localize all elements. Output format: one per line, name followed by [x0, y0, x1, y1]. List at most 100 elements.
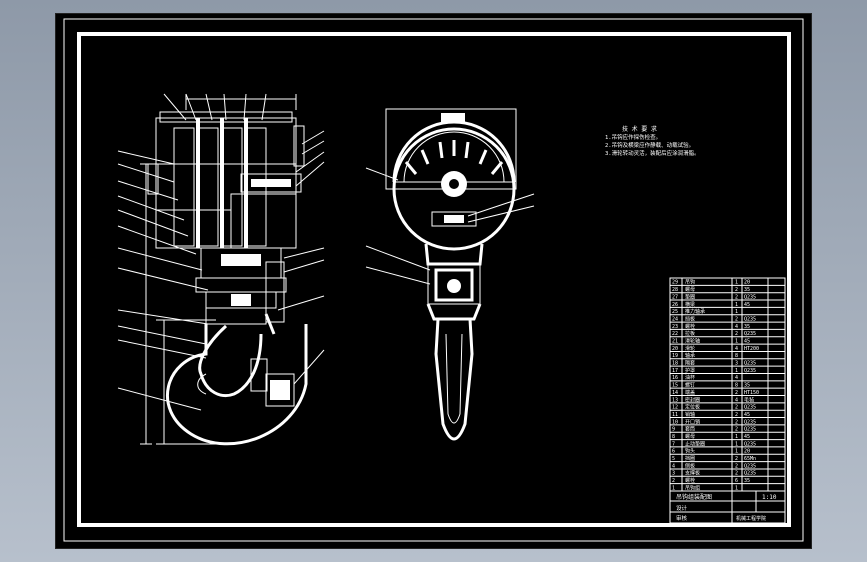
tech-requirements: 技 术 要 求 1.吊钩应作探伤检查。 2.吊钩及横梁应作静载、动载试验。 3.… — [605, 125, 700, 157]
bom-cell-name: 支撑板 — [685, 470, 700, 477]
bom-cell-name: 销轴 — [685, 411, 695, 418]
bom-cell-qty: 2 — [735, 471, 738, 477]
bom-cell-qty: 2 — [735, 405, 738, 411]
bom-cell-name: 滑轮轴 — [685, 338, 700, 345]
bom-cell-name: 油杯 — [685, 374, 695, 381]
bom-cell-name: 止动垫圈 — [685, 440, 705, 447]
title-block: 吊钩组装配图 1:10 设计 审核 机械工程学院 — [669, 490, 786, 524]
bom-cell-qty: 6 — [735, 478, 738, 484]
bom-cell-no: 20 — [672, 346, 678, 352]
drawing-frame — [77, 32, 791, 527]
bom-cell-mat: 35 — [744, 324, 750, 330]
bom-cell-no: 15 — [672, 383, 678, 389]
bom-cell-no: 8 — [672, 434, 675, 440]
bom-cell-qty: 4 — [735, 397, 738, 403]
bom-cell-qty: 1 — [735, 339, 738, 345]
bom-cell-name: 横梁 — [685, 301, 695, 308]
bom-cell-no: 18 — [672, 361, 678, 367]
title-block-org: 机械工程学院 — [736, 515, 766, 522]
bom-cell-qty: 2 — [735, 463, 738, 469]
bom-cell-qty: 2 — [735, 456, 738, 462]
sheet-trim-border — [63, 18, 804, 542]
bom-cell-name: 垫圈 — [685, 293, 695, 300]
bom-cell-mat: 20 — [744, 280, 750, 286]
bom-cell-qty: 2 — [735, 287, 738, 293]
bom-cell-name: 滑轮 — [685, 345, 695, 352]
bom-cell-no: 2 — [672, 478, 675, 484]
bom-cell-no: 3 — [672, 471, 675, 477]
bom-cell-mat: Q235 — [744, 419, 756, 425]
bom-cell-name: 端盖 — [685, 389, 695, 396]
bom-cell-name: 螺栓 — [685, 477, 695, 484]
hook-assembly-side-view — [365, 108, 535, 441]
bom-cell-no: 5 — [672, 456, 675, 462]
bom-cell-no: 14 — [672, 390, 678, 396]
bom-cell-no: 17 — [672, 368, 678, 374]
bom-cell-name: 螺母 — [685, 286, 695, 293]
bom-cell-qty: 3 — [735, 361, 738, 367]
bom-cell-mat: Q235 — [744, 331, 756, 337]
bom-cell-mat: 35 — [744, 478, 750, 484]
bom-cell-no: 22 — [672, 331, 678, 337]
bom-cell-qty: 2 — [735, 419, 738, 425]
bom-cell-no: 16 — [672, 375, 678, 381]
bom-cell-name: 侧板 — [685, 462, 695, 469]
bom-cell-no: 23 — [672, 324, 678, 330]
tech-req-line-1: 1.吊钩应作探伤检查。 — [605, 133, 661, 141]
bom-cell-name: 开口销 — [685, 418, 700, 425]
title-block-scale: 1:10 — [762, 494, 777, 501]
bom-cell-mat: Q235 — [744, 405, 756, 411]
bom-cell-name: 套筒 — [685, 426, 695, 433]
bom-cell-mat: HT200 — [744, 346, 759, 352]
bom-cell-mat: Q235 — [744, 368, 756, 374]
bom-cell-name: 密封圈 — [685, 396, 700, 403]
bom-cell-name: 挡圈 — [685, 455, 695, 462]
bom-cell-qty: 1 — [735, 441, 738, 447]
bom-cell-no: 11 — [672, 412, 678, 418]
bom-cell-mat: Q235 — [744, 316, 756, 322]
bom-cell-no: 10 — [672, 419, 678, 425]
bom-cell-name: 钩头 — [685, 448, 695, 455]
bom-cell-qty: 2 — [735, 390, 738, 396]
tech-req-heading: 技 术 要 求 — [622, 125, 657, 133]
bom-cell-qty: 1 — [735, 302, 738, 308]
title-block-title: 吊钩组装配图 — [676, 493, 712, 501]
bom-cell-name: 定位板 — [685, 404, 700, 411]
bom-cell-qty: 2 — [735, 331, 738, 337]
bom-cell-mat: 45 — [744, 302, 750, 308]
bom-cell-qty: 2 — [735, 412, 738, 418]
bom-cell-name: 螺母 — [685, 433, 695, 440]
bom-cell-name: 挡板 — [685, 315, 695, 322]
bom-cell-mat: Q235 — [744, 294, 756, 300]
bom-cell-name: 推力轴承 — [685, 308, 705, 315]
bom-cell-name: 护罩 — [685, 367, 695, 374]
bom-cell-qty: 2 — [735, 427, 738, 433]
bom-cell-mat: Q235 — [744, 471, 756, 477]
bom-cell-no: 4 — [672, 463, 675, 469]
cad-viewport[interactable]: 技 术 要 求 1.吊钩应作探伤检查。 2.吊钩及横梁应作静载、动载试验。 3.… — [56, 14, 811, 548]
bom-cell-no: 7 — [672, 441, 675, 447]
hook-assembly-front-view — [117, 93, 325, 446]
bom-cell-mat: Q235 — [744, 427, 756, 433]
bom-cell-qty: 1 — [735, 449, 738, 455]
bom-cell-qty: 4 — [735, 324, 738, 330]
bom-cell-name: 隔套 — [685, 360, 695, 367]
bom-cell-mat: 65Mn — [744, 456, 756, 462]
bom-cell-qty: 1 — [735, 485, 738, 491]
bom-cell-name: 拉板 — [685, 330, 695, 337]
bom-cell-no: 25 — [672, 309, 678, 315]
bom-cell-no: 12 — [672, 405, 678, 411]
bom-cell-no: 6 — [672, 449, 675, 455]
bom-cell-no: 29 — [672, 280, 678, 286]
bom-cell-name: 吊钩 — [685, 279, 695, 286]
bom-cell-mat: 35 — [744, 287, 750, 293]
bom-cell-qty: 4 — [735, 346, 738, 352]
bom-cell-no: 24 — [672, 316, 678, 322]
bom-cell-qty: 2 — [735, 294, 738, 300]
bom-cell-mat: 45 — [744, 434, 750, 440]
title-block-checker: 审核 — [676, 514, 688, 522]
bom-cell-mat: Q235 — [744, 441, 756, 447]
bom-cell-no: 21 — [672, 339, 678, 345]
bom-cell-no: 26 — [672, 302, 678, 308]
bom-cell-no: 19 — [672, 353, 678, 359]
